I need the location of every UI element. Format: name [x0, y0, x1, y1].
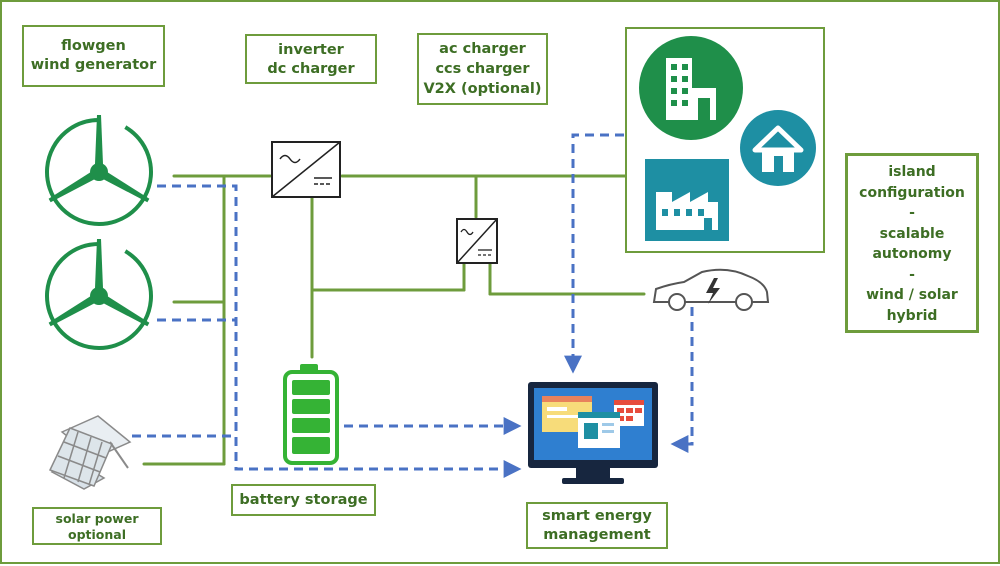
wind-generator-line-1: flowgen [61, 38, 126, 54]
wind-turbine-icon [45, 239, 153, 350]
island-line-1: island [888, 164, 936, 180]
island-line-7: wind / solar [866, 287, 958, 303]
inverter-label: inverter dc charger [245, 34, 377, 84]
solar-line-1: solar power [55, 511, 139, 526]
island-line-3: - [909, 205, 915, 221]
wind-turbine-icon [45, 115, 153, 226]
battery-storage-label: battery storage [231, 484, 376, 516]
battery-line-1: battery storage [239, 492, 368, 508]
solar-line-2: optional [67, 527, 126, 542]
wind-generator-line-2: wind generator [30, 57, 157, 73]
island-line-6: - [909, 266, 915, 283]
ac-dc-converter-icon [456, 218, 498, 264]
inverter-line-1: inverter [278, 42, 344, 58]
sem-line-1: smart energy [542, 508, 652, 524]
electric-car-icon [652, 268, 770, 311]
island-line-2: configuration [859, 184, 965, 201]
battery-icon [283, 364, 339, 465]
island-configuration-label: island configuration - scalable autonomy… [845, 153, 979, 333]
charger-line-1: ac charger [439, 41, 526, 57]
island-line-4: scalable [879, 225, 945, 242]
inverter-icon [271, 141, 341, 198]
charger-label: ac charger ccs charger V2X (optional) [417, 33, 548, 105]
island-line-8: hybrid [886, 307, 938, 324]
inverter-line-2: dc charger [267, 61, 355, 77]
smart-energy-management-label: smart energy management [526, 502, 668, 549]
solar-panel-icon [48, 415, 132, 490]
house-icon [740, 110, 816, 186]
sem-line-2: management [543, 527, 651, 543]
solar-power-label: solar power optional [32, 507, 162, 545]
office-building-icon [639, 36, 743, 140]
wind-generator-label: flowgen wind generator [22, 25, 165, 87]
island-line-5: autonomy [872, 246, 952, 262]
factory-icon [645, 159, 729, 241]
data-lines [132, 133, 694, 478]
charger-line-2: ccs charger [435, 61, 530, 77]
monitor-icon [528, 382, 658, 484]
charger-line-3: V2X (optional) [423, 81, 542, 97]
